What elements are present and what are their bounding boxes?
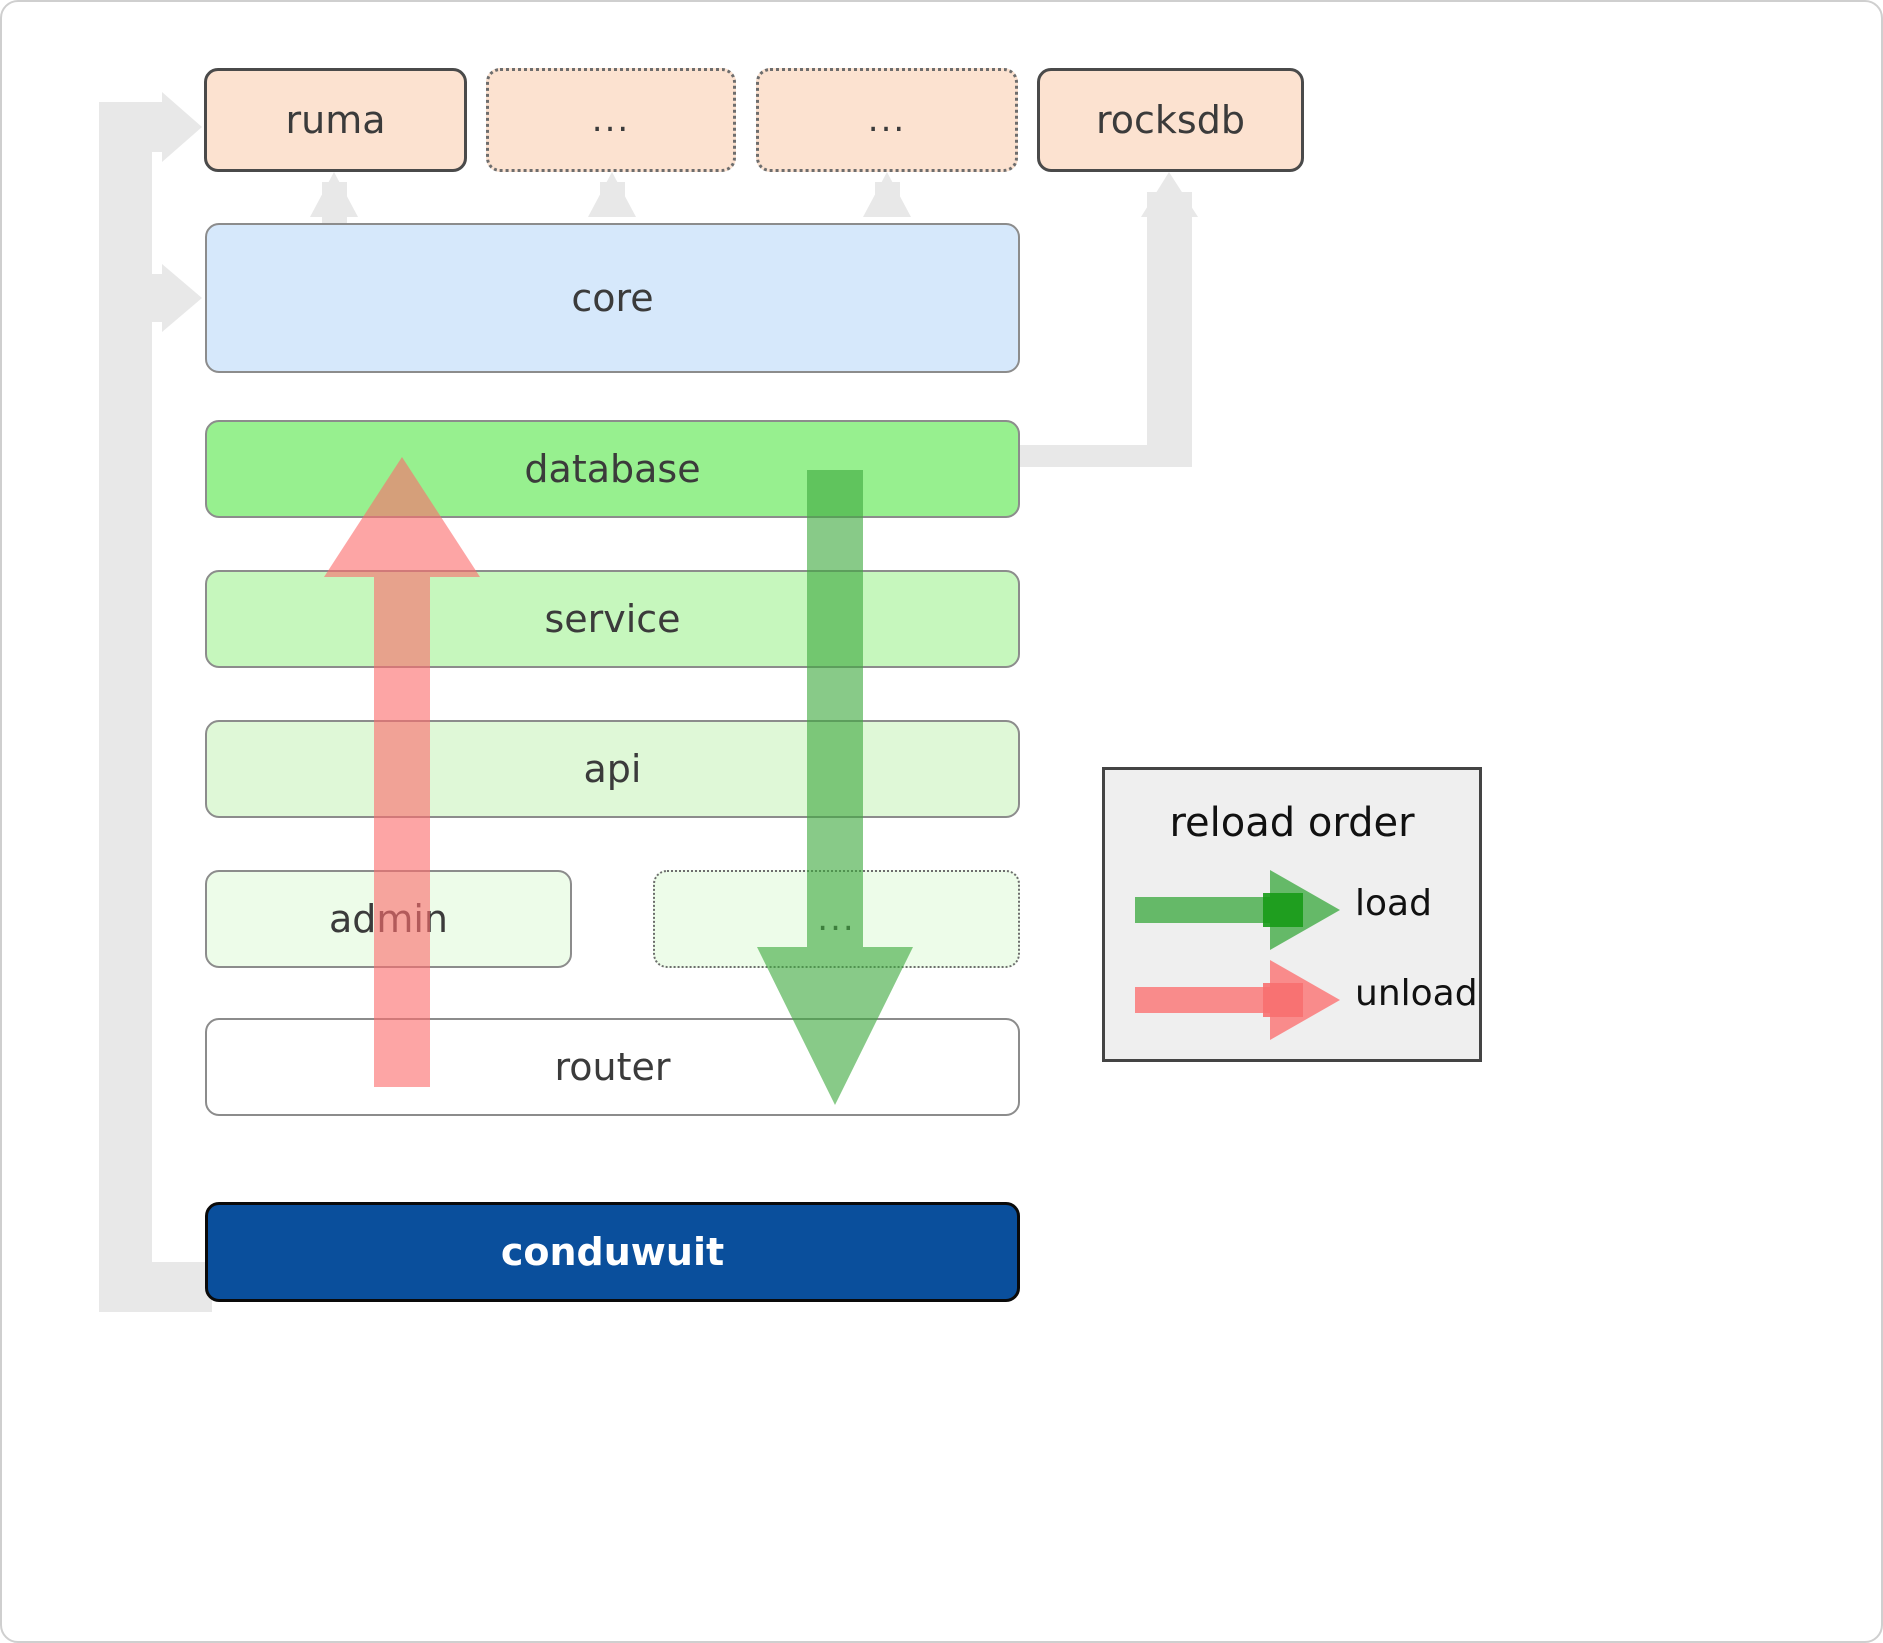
load-arrow-icon xyxy=(1135,870,1340,950)
layer-label: admin xyxy=(328,897,449,941)
layer-label: service xyxy=(544,597,681,641)
legend-label: load xyxy=(1355,883,1432,924)
crate-box-rocksdb[interactable]: rocksdb xyxy=(1037,68,1304,172)
legend-row-unload: unload xyxy=(1105,960,1479,1040)
layer-box-router[interactable]: router xyxy=(205,1018,1020,1116)
layer-label: router xyxy=(554,1045,671,1089)
unload-arrow-icon xyxy=(1135,960,1340,1040)
layer-label: core xyxy=(571,276,654,320)
crate-label: ... xyxy=(591,100,631,140)
legend-row-load: load xyxy=(1105,870,1479,950)
legend-title: reload order xyxy=(1169,800,1415,846)
root-label: conduwuit xyxy=(500,1230,725,1274)
layer-box-core[interactable]: core xyxy=(205,223,1020,373)
crate-box-ruma[interactable]: ruma xyxy=(204,68,467,172)
layer-label: api xyxy=(583,747,642,791)
crate-label: rocksdb xyxy=(1096,98,1245,142)
crate-box-ellipsis-2[interactable]: ... xyxy=(756,68,1018,172)
layer-box-admin[interactable]: admin xyxy=(205,870,572,968)
layer-box-api[interactable]: api xyxy=(205,720,1020,818)
crate-box-ellipsis-1[interactable]: ... xyxy=(486,68,736,172)
legend-label: unload xyxy=(1355,973,1478,1014)
layer-label: database xyxy=(524,447,701,491)
crate-label: ... xyxy=(867,100,907,140)
crate-label: ruma xyxy=(285,98,386,142)
legend-panel: reload order load unload xyxy=(1102,767,1482,1062)
layer-label: ... xyxy=(817,899,856,939)
root-box-conduwuit[interactable]: conduwuit xyxy=(205,1202,1020,1302)
layer-box-database[interactable]: database xyxy=(205,420,1020,518)
layer-box-service[interactable]: service xyxy=(205,570,1020,668)
layer-box-ellipsis-3[interactable]: ... xyxy=(653,870,1020,968)
